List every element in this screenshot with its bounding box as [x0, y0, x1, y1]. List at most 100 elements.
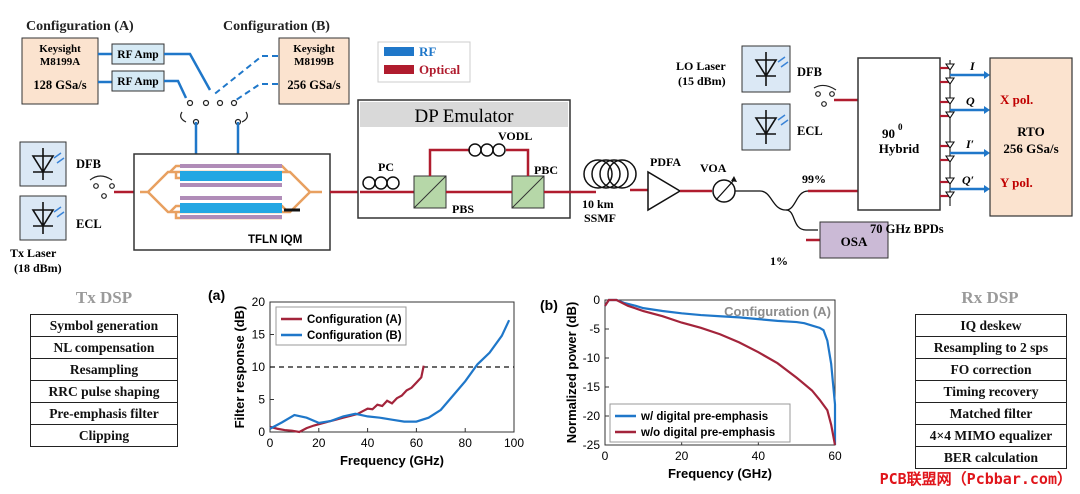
- rf-amp-2-label: RF Amp: [117, 76, 158, 88]
- y-tick-label: -5: [589, 322, 600, 336]
- tx-dsp-step: Symbol generation: [31, 315, 177, 337]
- x-pol-label: X pol.: [1000, 92, 1033, 107]
- fiber-length-label: 10 km: [582, 197, 614, 211]
- y-tick-label: -15: [583, 380, 601, 394]
- lo-laser-label: LO Laser: [676, 59, 726, 73]
- pc-label: PC: [378, 160, 394, 174]
- vodl-label: VODL: [498, 129, 532, 143]
- awg-a-name2: M8199A: [40, 56, 80, 68]
- y-axis-label: Filter response (dB): [232, 306, 247, 429]
- out-i-label: I: [969, 59, 976, 73]
- rx-dsp-step: Matched filter: [916, 403, 1066, 425]
- y-pol-label: Y pol.: [1000, 175, 1033, 190]
- awg-b-name2: M8199B: [294, 56, 334, 68]
- rx-dsp-step: IQ deskew: [916, 315, 1066, 337]
- tx-dsp-step: RRC pulse shaping: [31, 381, 177, 403]
- y-tick-label: 5: [258, 393, 265, 407]
- y-tick-label: -25: [583, 438, 601, 452]
- lo-laser-power: (15 dBm): [678, 74, 726, 88]
- out-qp-label: Q′: [962, 173, 974, 187]
- rf-switches: [180, 99, 248, 126]
- x-axis-label: Frequency (GHz): [340, 453, 444, 468]
- x-tick-label: 0: [267, 436, 274, 450]
- out-ip-label: I′: [965, 137, 974, 151]
- series-line: [269, 319, 511, 430]
- rto-box: [989, 57, 1073, 217]
- series-line: [269, 365, 425, 434]
- fiber-type-label: SSMF: [584, 211, 616, 225]
- split-1-label: 1%: [770, 254, 788, 268]
- tx-dsp-title: Tx DSP: [75, 288, 133, 307]
- x-tick-label: 100: [504, 436, 524, 450]
- tfln-iqm-box: [133, 153, 331, 251]
- rto-label: RTO: [1017, 124, 1044, 139]
- dp-emulator-title: DP Emulator: [414, 106, 514, 127]
- rx-dsp-step: FO correction: [916, 359, 1066, 381]
- awg-a-box: [21, 37, 99, 105]
- config-a-title: Configuration (A): [26, 19, 134, 34]
- y-axis-label: Normalized power (dB): [564, 302, 579, 444]
- legend-box: [275, 306, 407, 346]
- rto-rate: 256 GSa/s: [1003, 141, 1058, 156]
- x-tick-label: 20: [312, 436, 326, 450]
- x-tick-label: 40: [752, 449, 766, 463]
- y-tick-label: 0: [593, 293, 600, 307]
- y-tick-label: 10: [252, 360, 266, 374]
- y-tick-label: 20: [252, 295, 266, 309]
- pdfa-label: PDFA: [650, 155, 681, 169]
- tx-laser-label: Tx Laser: [10, 246, 57, 260]
- tx-dsp-step: Resampling: [31, 359, 177, 381]
- x-tick-label: 0: [602, 449, 609, 463]
- fiber-spool-icon: [583, 159, 637, 189]
- rf-amp-1-label: RF Amp: [117, 49, 158, 61]
- rx-dsp-step: Timing recovery: [916, 381, 1066, 403]
- legend-entry: Configuration (B): [307, 330, 402, 342]
- hybrid-angle: 90: [882, 126, 895, 141]
- legend-rf-label: RF: [419, 44, 436, 59]
- tx-dfb-label: DFB: [76, 157, 101, 171]
- x-tick-label: 80: [459, 436, 473, 450]
- x-tick-label: 60: [410, 436, 424, 450]
- awg-a-rate: 128 GSa/s: [33, 78, 86, 92]
- panel-a-label: (a): [208, 287, 225, 303]
- hybrid-box: [857, 57, 941, 211]
- laser-diode-icon: [31, 148, 55, 234]
- legend-entry: Configuration (A): [307, 314, 402, 326]
- y-tick-label: 0: [258, 425, 265, 439]
- hybrid-degree: 0: [898, 122, 903, 132]
- panel-b-label: (b): [540, 297, 558, 313]
- pdfa-amplifier: [647, 170, 682, 212]
- series-line: [604, 298, 837, 445]
- x-tick-label: 60: [828, 449, 842, 463]
- legend-entry: w/o digital pre-emphasis: [640, 427, 775, 439]
- chart-title: Configuration (A): [724, 304, 831, 319]
- x-tick-label: 20: [675, 449, 689, 463]
- osa-label: OSA: [841, 234, 868, 249]
- tx-ecl-label: ECL: [76, 217, 102, 231]
- series-line: [604, 298, 837, 446]
- bpds-label: 70 GHz BPDs: [870, 222, 944, 236]
- out-q-label: Q: [966, 94, 975, 108]
- legend-entry: w/ digital pre-emphasis: [640, 411, 768, 423]
- x-axis-label: Frequency (GHz): [668, 466, 772, 481]
- watermark: PCB联盟网（Pcbbar.com）: [879, 470, 1072, 488]
- awg-b-box: [278, 37, 350, 105]
- tx-laser-power: (18 dBm): [14, 261, 62, 275]
- split-99-label: 99%: [802, 172, 826, 186]
- tx-dsp-step: Clipping: [78, 428, 130, 443]
- tx-dsp-step: Pre-emphasis filter: [31, 403, 177, 425]
- rx-dsp-step: BER calculation: [943, 450, 1039, 465]
- hybrid-label: Hybrid: [879, 141, 920, 156]
- pbc-label: PBC: [534, 163, 558, 177]
- config-b-title: Configuration (B): [223, 19, 330, 34]
- voa-label: VOA: [700, 161, 727, 175]
- x-tick-label: 40: [361, 436, 375, 450]
- rx-dsp-step: 4×4 MIMO equalizer: [916, 425, 1066, 447]
- rx-dsp-title: Rx DSP: [961, 288, 1019, 307]
- vodl-coil-icon: [468, 143, 506, 157]
